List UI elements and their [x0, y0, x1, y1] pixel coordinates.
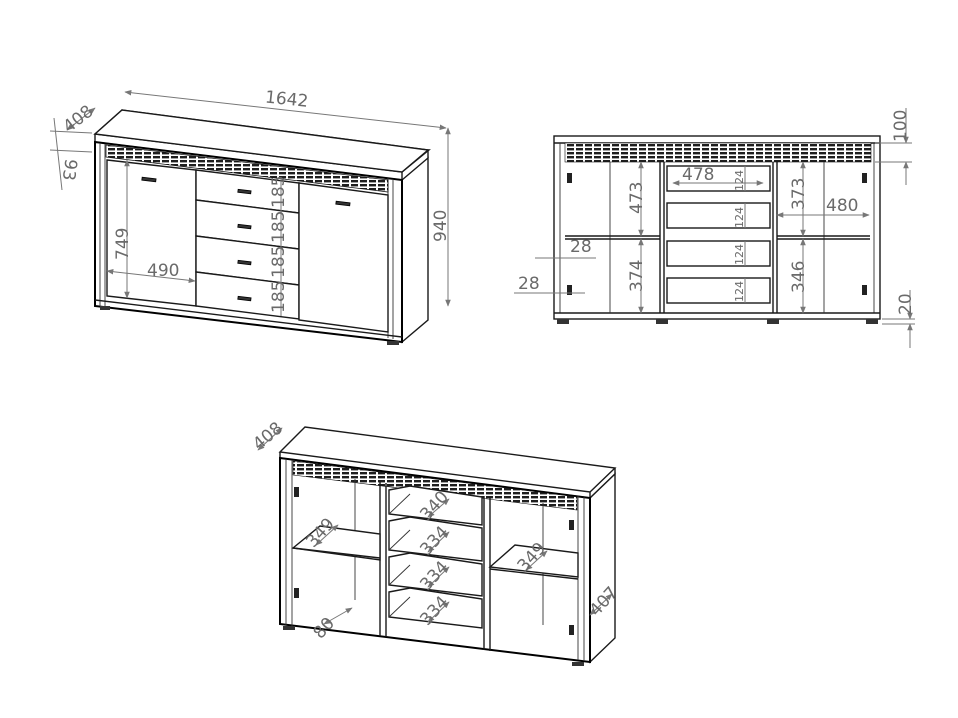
decorative-strip — [105, 144, 389, 193]
dim-drawer-4: 185 — [269, 281, 289, 313]
dim-top-panel: 93 — [58, 158, 81, 182]
front-iso-view: 1642 408 93 940 749 490 185 185 185 185 — [49, 87, 451, 345]
dim-lower-right: 346 — [789, 261, 809, 293]
front-open-view: 100 473 374 478 124 124 124 124 373 346 … — [514, 108, 916, 348]
hinge-icon — [567, 173, 572, 183]
dim-lower-left: 374 — [627, 260, 647, 292]
open-iso-view: 408 349 340 334 334 334 349 80 407 — [249, 418, 622, 666]
front-frame — [94, 140, 403, 344]
left-door-handle — [141, 176, 157, 183]
dim-drawer-h-4: 124 — [733, 281, 746, 302]
dim-door-height: 749 — [113, 228, 133, 260]
dim-drawer-h-2: 124 — [733, 207, 746, 228]
dim-inner-drawer-width: 478 — [682, 165, 714, 185]
right-door — [298, 182, 389, 333]
decorative-strip — [564, 142, 872, 163]
dim-depth-iso: 408 — [249, 418, 287, 454]
dim-drawer-3: 185 — [269, 246, 289, 278]
inner-drawer-4 — [666, 277, 771, 304]
inner-drawer-3 — [666, 240, 771, 267]
inner-drawer-1 — [666, 165, 771, 192]
inner-drawer-2 — [666, 202, 771, 229]
right-door-handle — [335, 200, 351, 207]
dim-upper-right: 373 — [789, 178, 809, 210]
dim-drawer-h-3: 124 — [733, 244, 746, 265]
dim-height: 940 — [431, 210, 451, 242]
dim-offset-2: 28 — [518, 274, 540, 294]
dim-right-width: 480 — [826, 196, 858, 216]
dim-drawer-2: 185 — [269, 211, 289, 243]
dim-top-rail: 100 — [891, 110, 911, 142]
dim-drawer-1: 185 — [269, 176, 289, 208]
dim-width: 1642 — [264, 87, 309, 111]
decorative-strip — [292, 460, 578, 511]
dim-door-width: 490 — [147, 261, 179, 281]
dim-offset-1: 28 — [570, 237, 592, 257]
dim-upper-left: 473 — [627, 182, 647, 214]
dim-plinth: 20 — [896, 293, 916, 315]
dim-drawer-h-1: 124 — [733, 170, 746, 191]
